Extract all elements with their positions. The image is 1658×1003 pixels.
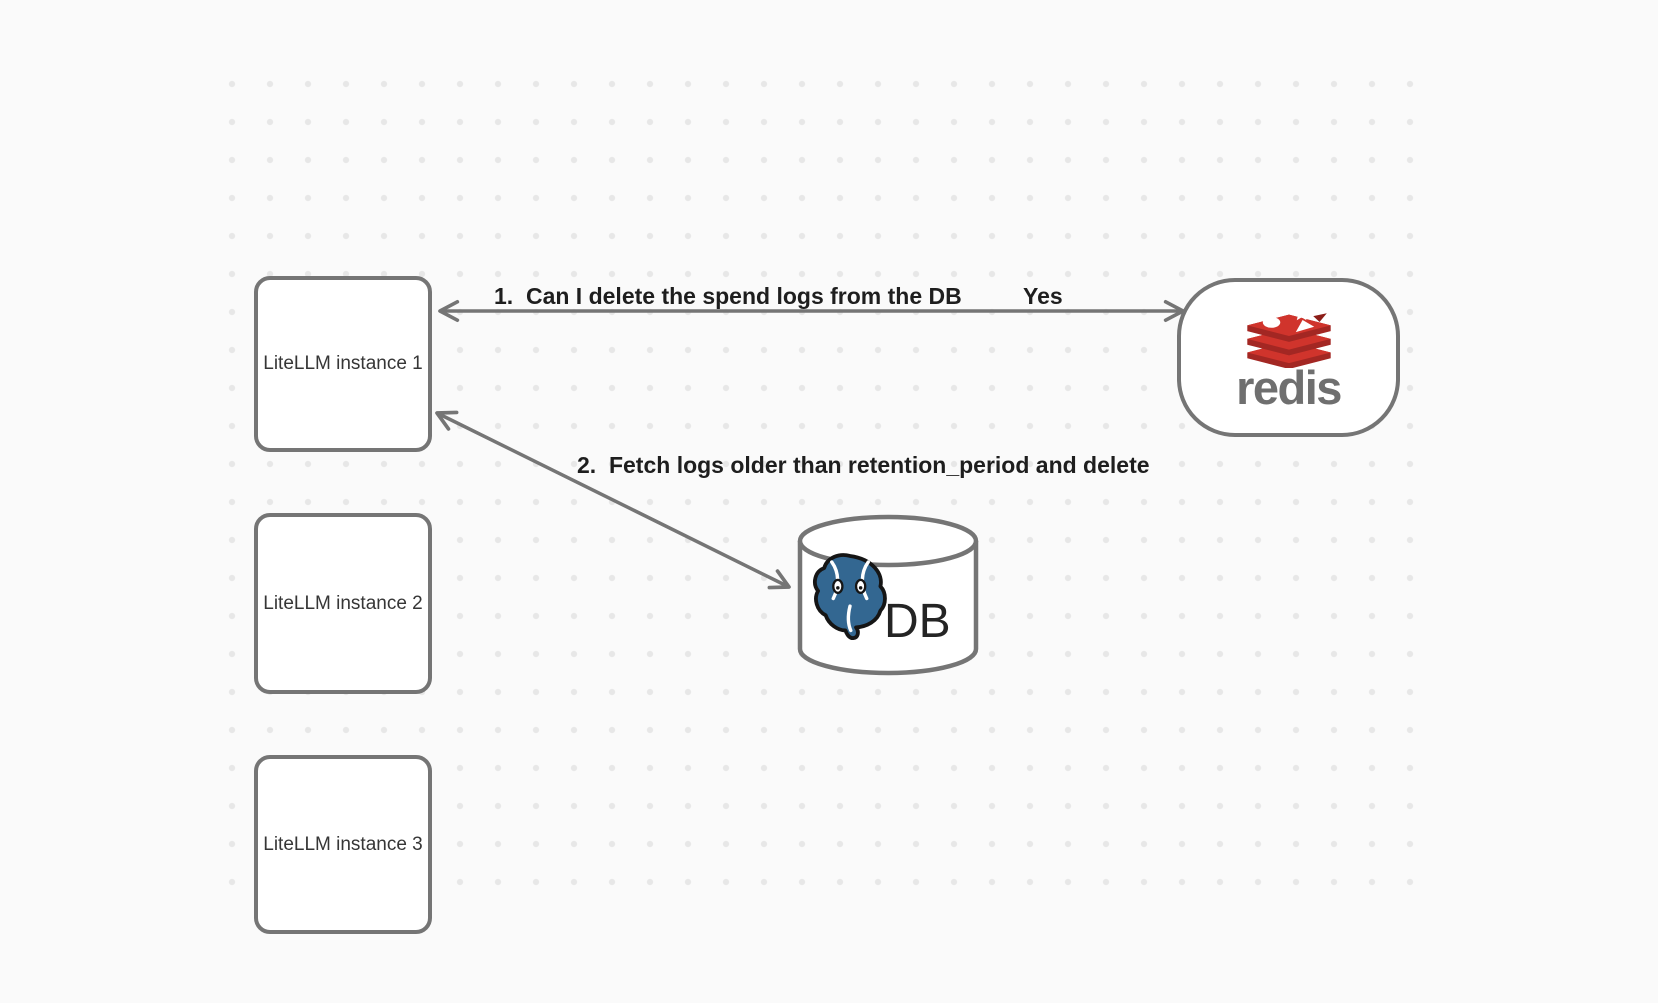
node-litellm-instance-1: LiteLLM instance 1 (254, 276, 432, 452)
node-litellm-instance-3: LiteLLM instance 3 (254, 755, 432, 934)
postgresql-elephant-icon (813, 553, 887, 641)
node-litellm-instance-3-label: LiteLLM instance 3 (263, 833, 423, 855)
node-litellm-instance-2-label: LiteLLM instance 2 (263, 592, 423, 614)
node-db-label: DB (884, 595, 951, 648)
node-litellm-instance-1-label: LiteLLM instance 1 (263, 353, 423, 374)
edge2-fetch-label: 2. Fetch logs older than retention_perio… (577, 452, 1150, 478)
node-redis-label: redis (1236, 361, 1342, 414)
node-redis: redis (1177, 278, 1400, 437)
redis-stack-icon (1246, 305, 1331, 368)
edge1-question-label: 1. Can I delete the spend logs from the … (494, 283, 962, 309)
edge1-answer-label: Yes (1023, 283, 1063, 309)
node-litellm-instance-2: LiteLLM instance 2 (254, 513, 432, 694)
